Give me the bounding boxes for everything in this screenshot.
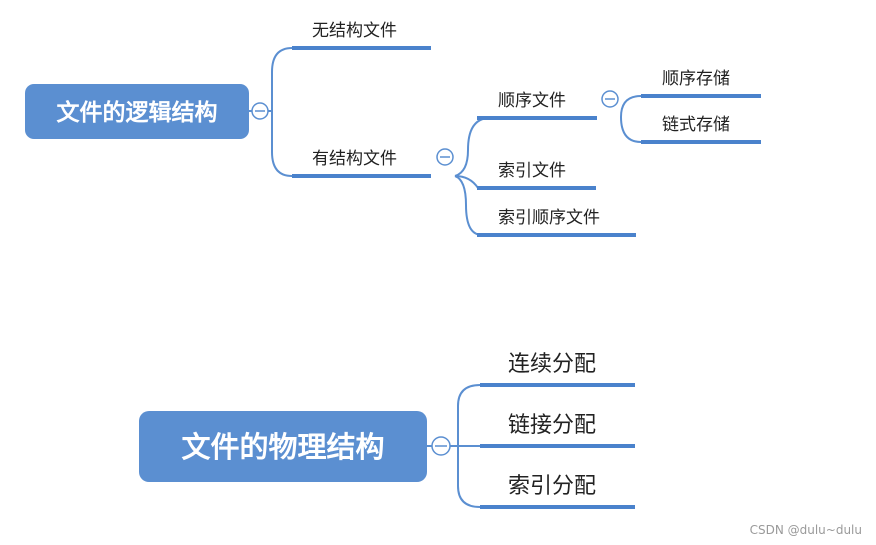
connector-structured-to-indexed-seq bbox=[454, 175, 483, 236]
node-indexed-sequential-file[interactable]: 索引顺序文件 bbox=[477, 208, 636, 237]
node-chain-storage[interactable]: 链式存储 bbox=[641, 115, 761, 144]
node-sequential-file[interactable]: 顺序文件 bbox=[477, 91, 597, 120]
connector-root-to-structured bbox=[271, 111, 293, 177]
connector-structured-to-sequential bbox=[454, 117, 491, 177]
physical-root-collapse-toggle[interactable] bbox=[431, 436, 451, 456]
logical-structure-root[interactable]: 文件的逻辑结构 bbox=[25, 84, 249, 139]
node-contiguous-allocation[interactable]: 连续分配 bbox=[480, 352, 635, 387]
sequential-collapse-toggle[interactable] bbox=[601, 90, 619, 108]
node-label: 无结构文件 bbox=[312, 21, 397, 41]
logical-root-collapse-toggle[interactable] bbox=[251, 102, 269, 120]
node-label: 索引顺序文件 bbox=[498, 208, 600, 228]
logical-root-label: 文件的逻辑结构 bbox=[57, 99, 218, 126]
node-sequential-storage[interactable]: 顺序存储 bbox=[641, 69, 761, 98]
physical-root-label: 文件的物理结构 bbox=[181, 430, 384, 464]
connector-physical-to-indexed-alloc bbox=[457, 446, 481, 508]
node-label: 索引分配 bbox=[508, 474, 596, 499]
node-linked-allocation[interactable]: 链接分配 bbox=[480, 413, 635, 448]
node-label: 顺序存储 bbox=[662, 69, 730, 89]
node-label: 连续分配 bbox=[508, 352, 596, 377]
node-label: 顺序文件 bbox=[498, 91, 566, 111]
connector-root-to-unstructured bbox=[271, 47, 293, 111]
structured-collapse-toggle[interactable] bbox=[436, 148, 454, 166]
node-structured-file[interactable]: 有结构文件 bbox=[292, 149, 431, 178]
connector-sequential-to-seq-storage bbox=[620, 95, 642, 118]
node-label: 链接分配 bbox=[508, 413, 596, 438]
logical-structure-map: 文件的逻辑结构 无结构文件 有结构文件 顺序文件 bbox=[25, 21, 761, 237]
physical-structure-root[interactable]: 文件的物理结构 bbox=[139, 411, 427, 482]
watermark: CSDN @dulu~dulu bbox=[749, 523, 862, 537]
node-indexed-file[interactable]: 索引文件 bbox=[477, 161, 596, 190]
node-label: 链式存储 bbox=[662, 115, 730, 135]
physical-structure-map: 文件的物理结构 连续分配 链接分配 索引分配 bbox=[139, 352, 635, 509]
node-label: 有结构文件 bbox=[312, 149, 397, 169]
connector-physical-to-contiguous bbox=[457, 384, 481, 446]
node-unstructured-file[interactable]: 无结构文件 bbox=[292, 21, 431, 50]
connector-sequential-to-chain-storage bbox=[620, 116, 642, 143]
node-indexed-allocation[interactable]: 索引分配 bbox=[480, 474, 635, 509]
node-label: 索引文件 bbox=[498, 161, 566, 181]
